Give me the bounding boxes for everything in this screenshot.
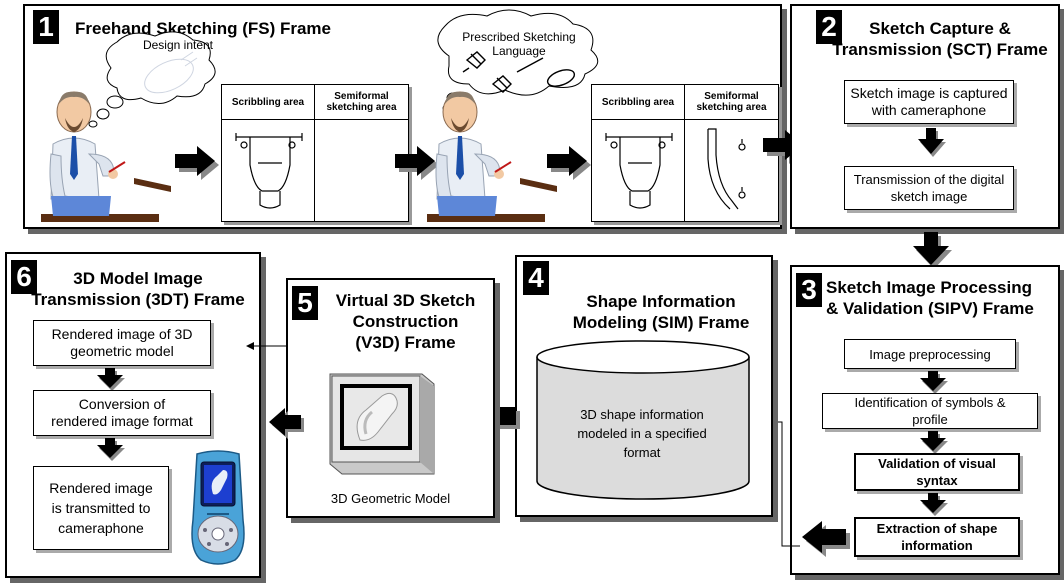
box-line: Validation of visual <box>878 456 996 471</box>
header-line: sketching area <box>696 102 767 113</box>
designer-figure-1 <box>40 90 172 223</box>
box-line: Rendered image of 3D <box>51 326 193 342</box>
arrow-down-icon <box>918 128 946 157</box>
cloud-label-design-intent: Design intent <box>142 38 214 52</box>
arrow-down-icon <box>920 431 948 454</box>
sipv-step-identification: Identification of symbols & profile <box>822 393 1038 429</box>
arrow-down-icon <box>920 493 948 516</box>
title-line: Sketch Capture & <box>869 19 1011 38</box>
box-line: Extraction of shape <box>876 521 998 536</box>
db-line: format <box>623 445 661 460</box>
sct-frame: 2 Sketch Capture & Transmission (SCT) Fra… <box>790 4 1060 229</box>
box-line: information <box>901 538 973 553</box>
box-line: Transmission of the digital <box>853 172 1005 187</box>
box-line: rendered image format <box>51 413 193 429</box>
title-line: Transmission (3DT) Frame <box>31 290 245 309</box>
frame-number: 1 <box>33 10 59 44</box>
header-line: Semiformal <box>704 91 759 102</box>
bottle-sketch-icon <box>235 133 303 209</box>
arrow-down-icon <box>913 232 952 269</box>
arrow-right-icon <box>395 146 439 180</box>
cloud-text-line: Prescribed Sketching <box>462 30 576 44</box>
fs-frame: 1 Freehand Sketching (FS) Frame Design i… <box>23 4 782 229</box>
database-icon <box>536 340 750 500</box>
box-line: with cameraphone <box>871 102 987 118</box>
frame-number: 3 <box>796 273 822 307</box>
sipv-step-preprocessing: Image preprocessing <box>844 339 1016 369</box>
box-line: Conversion of <box>78 396 166 412</box>
box-line: profile <box>912 412 948 427</box>
title-line: Modeling (SIM) Frame <box>572 313 750 332</box>
frame-number: 4 <box>523 261 549 295</box>
db-line: modeled in a specified <box>577 426 707 441</box>
arrow-down-icon <box>97 438 125 461</box>
header-line: Semiformal <box>334 91 389 102</box>
sipv-step-extraction: Extraction of shape information <box>854 517 1020 557</box>
header-line: sketching area <box>326 102 397 113</box>
cloud-text-line: Language <box>492 44 546 58</box>
monitor-icon <box>329 373 435 475</box>
thought-cloud <box>88 31 216 128</box>
designer-figure-2 <box>426 90 558 223</box>
title-line: 3D Model Image <box>73 269 203 288</box>
profile-sketch-icon <box>707 128 746 210</box>
box-line: is transmitted to <box>51 500 151 516</box>
box-line: sketch image <box>890 189 968 204</box>
title-line: Construction <box>352 312 459 331</box>
box-line: geometric model <box>70 343 174 359</box>
title-line: Sketch Image Processing <box>826 278 1032 297</box>
sct-step-transmission: Transmission of the digital sketch image <box>844 166 1014 210</box>
box-line: Identification of symbols & <box>854 395 1006 410</box>
database-label: 3D shape information modeled in a specifi… <box>557 405 727 462</box>
frame-title: Sketch Capture & Transmission (SCT) Frame <box>822 18 1058 60</box>
title-line: Shape Information <box>586 292 736 311</box>
scribbling-area-header: Scribbling area <box>222 85 314 120</box>
cameraphone-icon <box>191 450 245 565</box>
model-caption: 3D Geometric Model <box>330 491 451 506</box>
title-line: & Validation (SIPV) Frame <box>826 299 1034 318</box>
arrow-down-icon <box>920 371 948 394</box>
box-line: cameraphone <box>58 520 144 536</box>
connector-line-icon <box>246 342 286 350</box>
box-line: Sketch image is captured <box>850 85 1008 101</box>
3dt-step-transmitted: Rendered image is transmitted to camerapho… <box>33 466 169 550</box>
title-line: (V3D) Frame <box>355 333 456 352</box>
box-line: Rendered image <box>49 480 153 496</box>
sipv-frame: 3 Sketch Image Processing & Validation (S… <box>790 265 1060 575</box>
frame-number: 5 <box>292 286 318 320</box>
arrow-right-icon <box>547 146 591 180</box>
arrow-left-icon <box>802 521 850 557</box>
scribbling-area-header: Scribbling area <box>592 85 684 120</box>
frame-number: 6 <box>11 260 37 294</box>
bottle-sketch-icon <box>605 133 673 209</box>
arrow-left-icon <box>269 408 304 439</box>
frame-title: Sketch Image Processing & Validation (SIP… <box>826 277 1058 319</box>
arrow-down-icon <box>97 368 125 391</box>
sipv-step-validation: Validation of visual syntax <box>854 453 1020 491</box>
title-line: Transmission (SCT) Frame <box>832 40 1048 59</box>
title-line: Virtual 3D Sketch <box>335 291 476 310</box>
frame-number: 2 <box>816 10 842 44</box>
db-line: 3D shape information <box>580 407 704 422</box>
box-line: syntax <box>916 473 958 488</box>
arrow-right-icon <box>175 146 219 180</box>
